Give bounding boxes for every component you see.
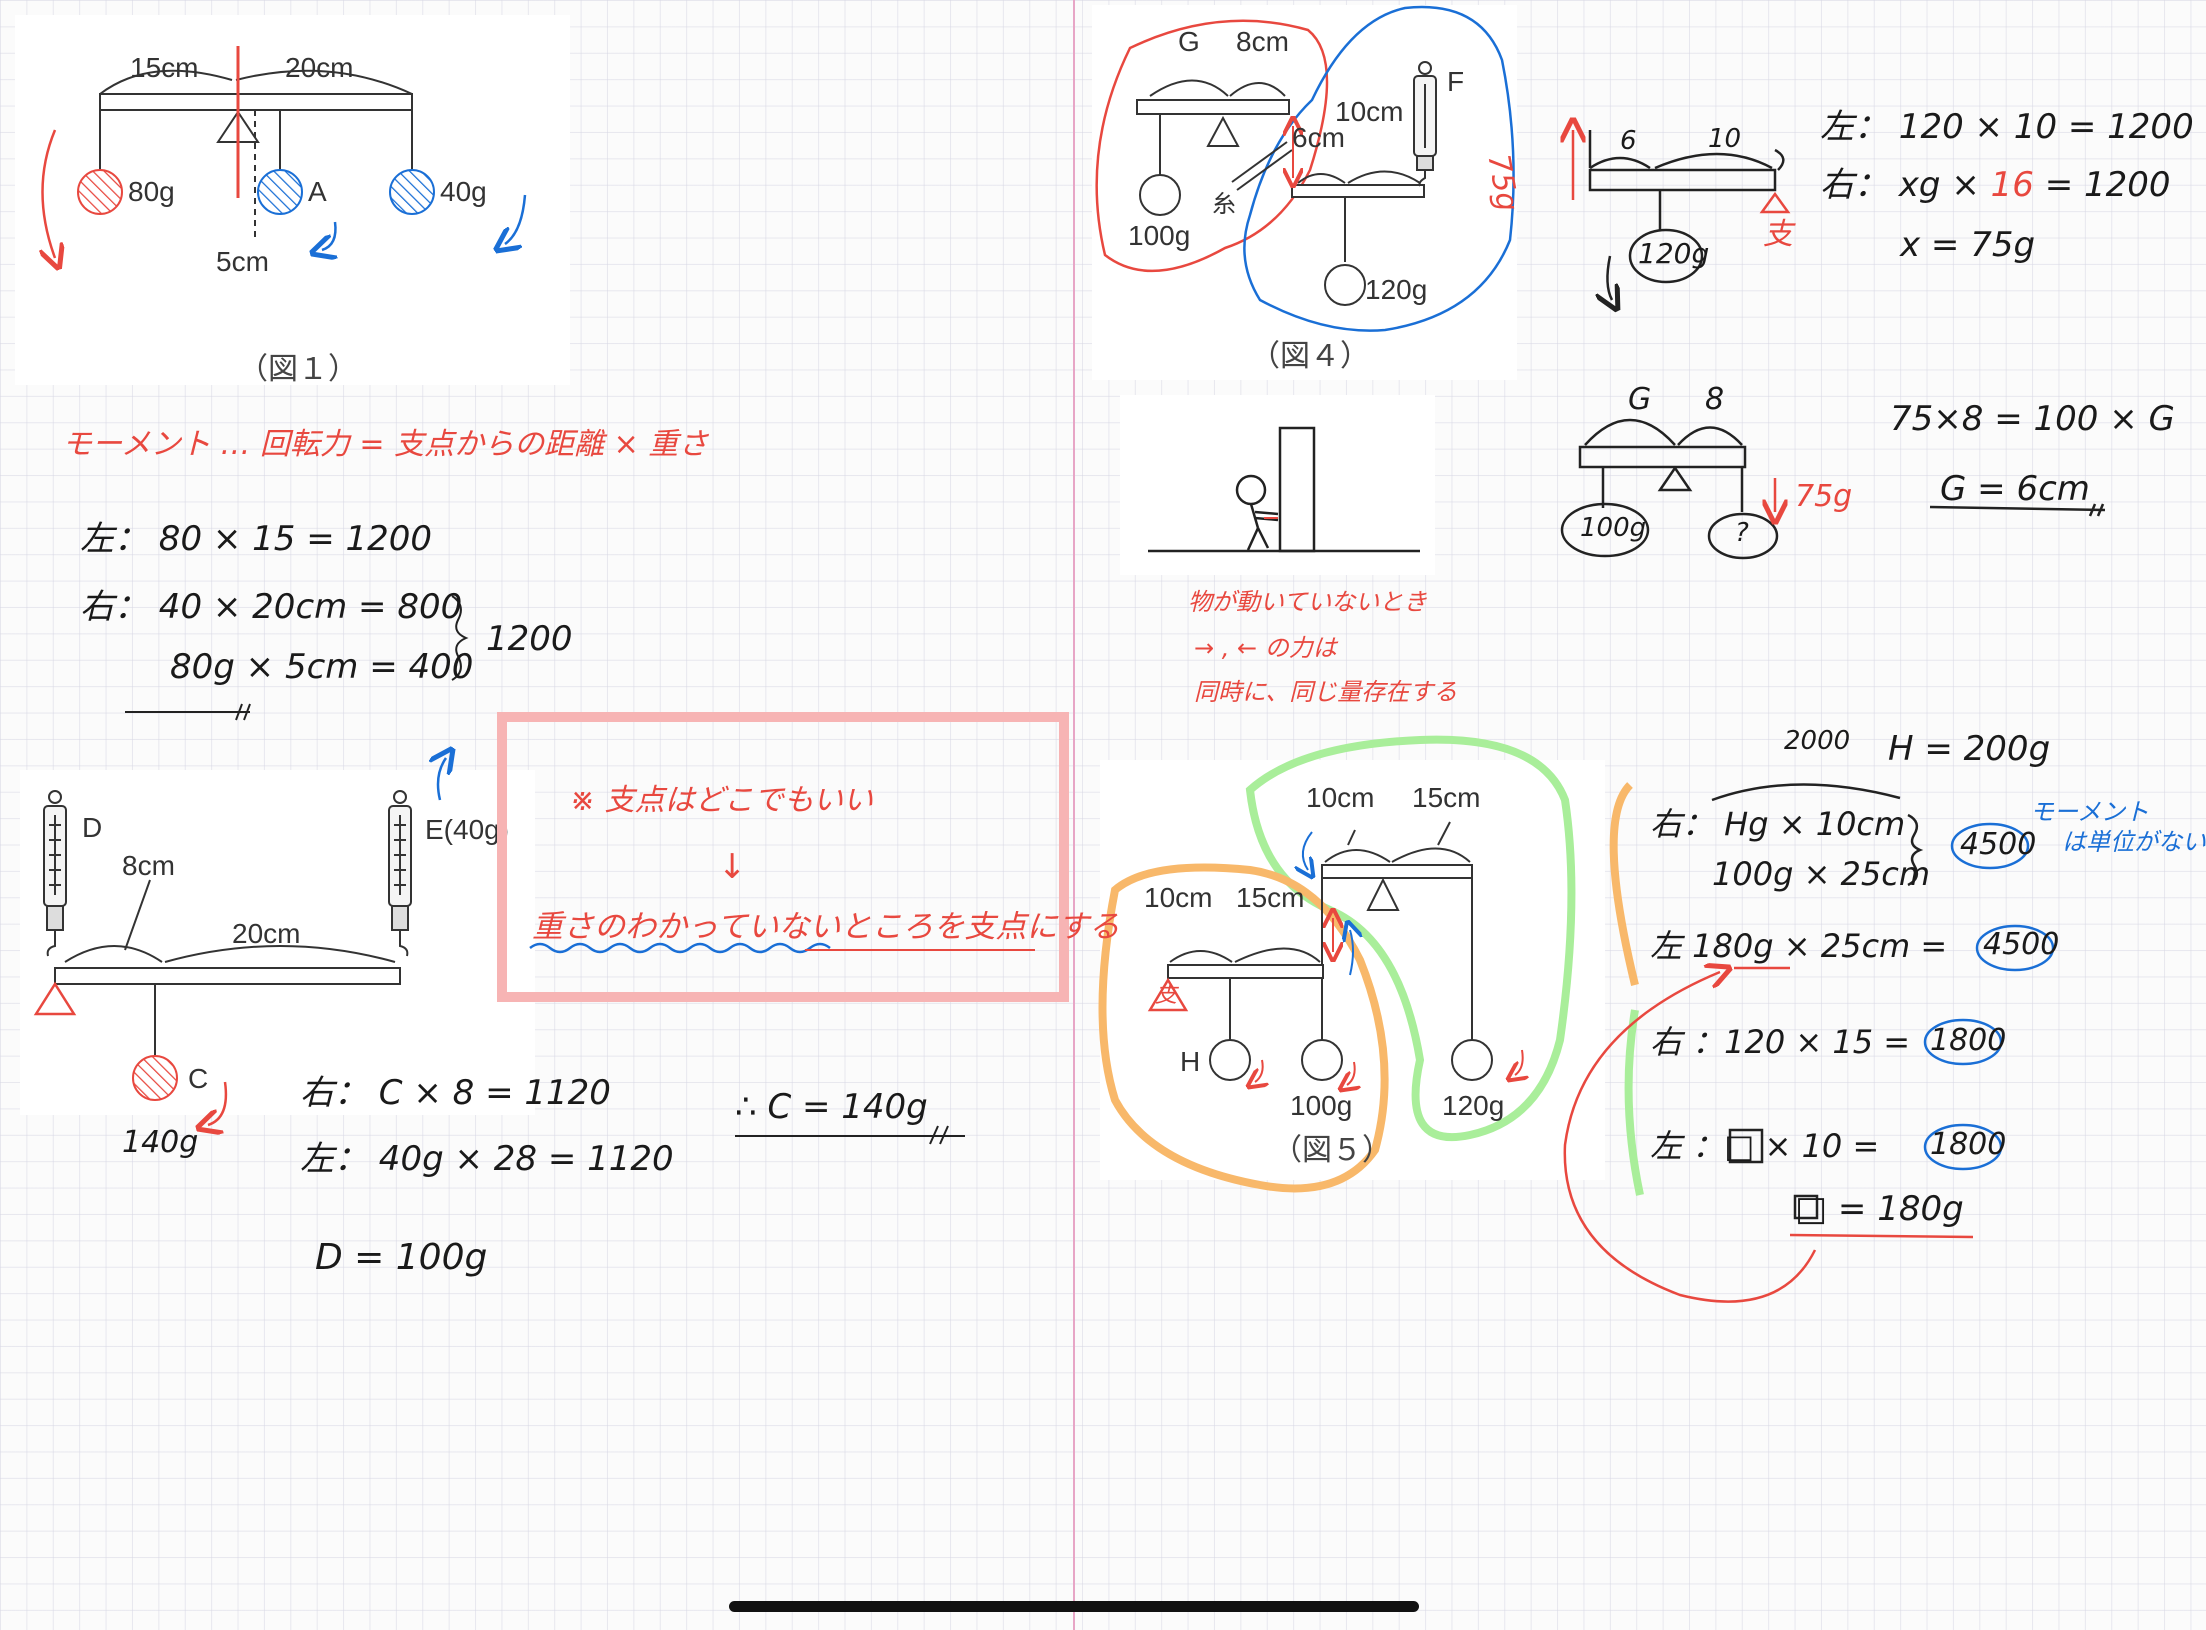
fig4-length-8: 8cm xyxy=(1236,26,1289,57)
fig5-length-15b: 15cm xyxy=(1236,882,1305,913)
fig4sub-eq1: 左： 120 × 10 = 1200 xyxy=(1820,107,2194,147)
figure-4-sub-drawing xyxy=(1573,130,1791,300)
drawing-layer xyxy=(33,5,2106,1303)
fig3-length-20: 20cm xyxy=(232,918,301,949)
figure-1-drawing xyxy=(43,46,527,258)
fig4-weight-120: 120g xyxy=(1365,274,1428,305)
fig3-label-c: C xyxy=(188,1063,209,1094)
fig1-weight-left: 80g xyxy=(128,176,175,207)
fig4sub-len-10: 10 xyxy=(1708,124,1742,154)
fig4sub-weight: 120g xyxy=(1638,237,1710,270)
calc3-underline xyxy=(735,1125,965,1145)
calc5-top-equation: H = 200g xyxy=(1888,729,2051,769)
fig5-caption: （図５） xyxy=(1272,1133,1392,1168)
fig4sub2-eq1: 75×8 = 100 × G xyxy=(1890,399,2175,439)
fig4-caption: （図４） xyxy=(1250,339,1370,374)
calc5-decorations xyxy=(1563,783,2055,1303)
fig4-string: 糸 xyxy=(1212,191,1236,218)
fig4-force-75g: 75g xyxy=(1480,151,1525,214)
wall-note-line2: → , ← の力は xyxy=(1194,634,1337,662)
calc5-l2: 左 ：□ × 10 = xyxy=(1650,1127,1880,1165)
fig4-weight-100: 100g xyxy=(1128,220,1191,251)
fig5-label-h: H xyxy=(1180,1046,1201,1077)
calc3-left: 左： 40g × 28 = 1120 xyxy=(300,1139,674,1179)
wall-note-line1: 物が動いていないとき xyxy=(1188,588,1428,616)
fig1-weight-right: 40g xyxy=(440,176,487,207)
fig3-c-value: 140g xyxy=(122,1125,199,1160)
calc5-v1: 4500 xyxy=(1960,827,2037,862)
calc1-right2: 80g × 5cm = 400 xyxy=(170,647,474,687)
fig5-pivot: 支 xyxy=(1155,983,1178,1008)
notebook-page: 15cm 20cm 80g A 40g 5cm （図１） モーメント … 回転力… xyxy=(20,0,2206,1630)
page-divider xyxy=(1073,0,1075,1630)
fig1-length-a: 5cm xyxy=(216,246,269,277)
fig4sub-eq2: 右： xg × 16 = 1200 xyxy=(1820,165,2171,205)
figure-4-drawing xyxy=(1095,5,1515,332)
fig4sub-pivot: 支 xyxy=(1763,217,1793,252)
fig1-caption: （図１） xyxy=(238,352,358,387)
fig5-weight-120: 120g xyxy=(1442,1090,1505,1121)
calc5-l1: 左 180g × 25cm = xyxy=(1650,927,1948,965)
calc5-side-note1: モーメント xyxy=(2030,798,2150,826)
calc5-v4: 1800 xyxy=(1930,1127,2007,1162)
fig3-label-d: D xyxy=(82,812,103,843)
fig4sub2-force: 75g xyxy=(1795,479,1853,514)
fig1-length-left: 15cm xyxy=(130,52,199,83)
calc5-final: □ = 180g xyxy=(1795,1189,1964,1229)
fig4sub-len-6: 6 xyxy=(1620,126,1637,156)
fig5-length-10a: 10cm xyxy=(1306,782,1375,813)
note-arrow: ↓ xyxy=(718,847,747,887)
fig4sub2-label-g: G xyxy=(1628,382,1652,417)
calc5-r2: 100g × 25cm xyxy=(1712,855,1931,893)
fig4-label-f: F xyxy=(1447,66,1465,97)
calc3-d-result: D = 100g xyxy=(315,1237,488,1278)
calc1-right1: 右： 40 × 20cm = 800 xyxy=(80,587,463,627)
figure-5-drawing xyxy=(1098,735,1644,1196)
fig4sub2-label-8: 8 xyxy=(1705,382,1725,417)
fig5-weight-100: 100g xyxy=(1290,1090,1353,1121)
fig4-length-6: 6cm xyxy=(1292,122,1345,153)
fig4-length-10: 10cm xyxy=(1335,96,1404,127)
calc1-total: 1200 xyxy=(486,619,573,659)
wall-figure-panel xyxy=(1120,395,1435,575)
calc5-r1: 右： Hg × 10cm xyxy=(1650,805,1906,843)
calc5-r3: 右 ：120 × 15 = xyxy=(1650,1023,1911,1061)
calc3-result: ∴ C = 140g xyxy=(735,1087,928,1127)
fig4-label-g: G xyxy=(1178,26,1200,57)
note-box xyxy=(497,712,1069,1002)
fig1-weight-a: A xyxy=(308,176,327,207)
calc1-left: 左： 80 × 15 = 1200 xyxy=(80,519,433,559)
figure-3-drawing xyxy=(33,758,446,1125)
note-line1: ※ 支点はどこでもいい xyxy=(570,783,874,818)
calc5-side-note2: は単位がない xyxy=(2062,828,2206,856)
fig3-label-e: E(40g) xyxy=(425,814,510,845)
note-wavy-underline xyxy=(529,942,831,954)
calc5-v2: 4500 xyxy=(1983,927,2060,962)
figure-4-sub2-drawing xyxy=(1560,418,2106,560)
wall-drawing xyxy=(1148,426,1420,553)
calc3-right: 右： C × 8 = 1120 xyxy=(300,1073,611,1113)
fig5-length-15a: 15cm xyxy=(1412,782,1481,813)
calc5-top-value: 2000 xyxy=(1784,726,1851,756)
fig5-length-10b: 10cm xyxy=(1144,882,1213,913)
figure-3-panel xyxy=(20,770,535,1115)
fig4sub2-eq2: G = 6cm xyxy=(1940,469,2090,509)
wall-note-line3: 同時に、同じ量存在する xyxy=(1194,678,1458,706)
calc5-v3: 1800 xyxy=(1930,1023,2007,1058)
note-line2: 重さのわかっていないところを支点にする xyxy=(532,909,1120,945)
fig4sub-eq3: x = 75g xyxy=(1900,225,2036,265)
moment-definition: モーメント … 回転力 = 支点からの距離 × 重さ xyxy=(62,427,709,462)
home-indicator[interactable] xyxy=(729,1601,1419,1612)
fig4sub2-weight-100: 100g xyxy=(1580,513,1647,543)
calc1-underline xyxy=(125,595,469,721)
fig3-length-8: 8cm xyxy=(122,850,175,881)
fig4sub2-weight-unknown: ? xyxy=(1735,518,1749,548)
fig1-length-right: 20cm xyxy=(285,52,354,83)
